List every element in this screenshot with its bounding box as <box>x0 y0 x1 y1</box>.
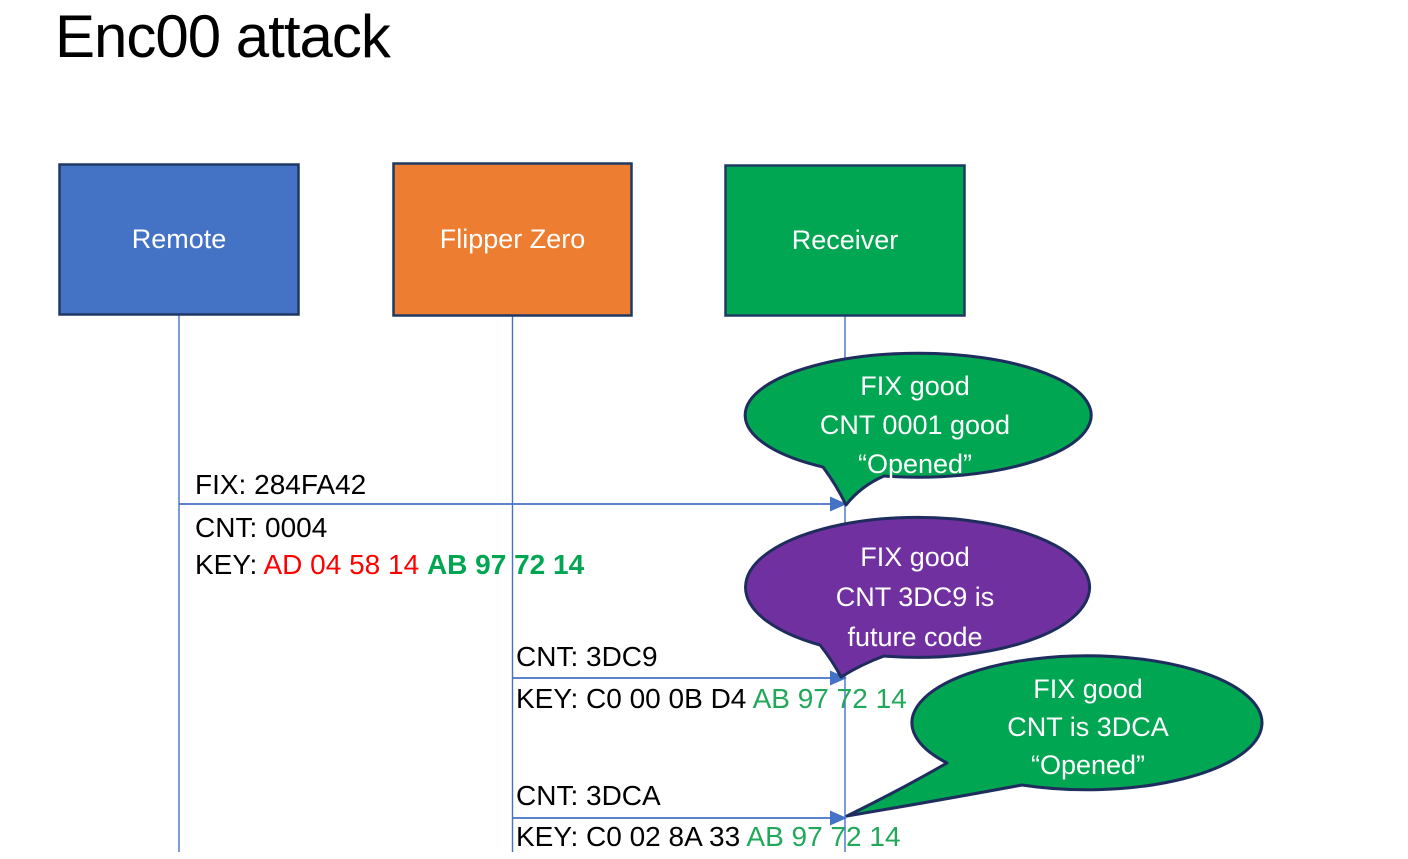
callout-3-line-2: CNT is 3DCA <box>1007 712 1169 742</box>
callout-1-line-3: “Opened” <box>857 449 973 479</box>
message-arrow-1-head <box>830 496 847 512</box>
message-2-key-label: KEY: C0 00 0B D4 AB 97 72 14 <box>516 683 907 715</box>
slide-title: Enc00 attack <box>55 3 391 70</box>
callout-bubble-2 <box>744 515 1092 679</box>
actor-label-flipper-zero: Flipper Zero <box>439 224 586 254</box>
message-arrows <box>179 496 847 826</box>
callout-3-line-1: FIX good <box>1033 674 1143 704</box>
actor-box-remote <box>58 163 300 316</box>
message-3-key-label: KEY: C0 02 8A 33 AB 97 72 14 <box>516 821 901 853</box>
callout-bubbles <box>743 351 1264 818</box>
callout-3-line-3: “Opened” <box>1030 750 1146 780</box>
callout-2-line-1: FIX good <box>860 542 970 572</box>
message-arrow-3-head <box>830 810 847 826</box>
message-3-key-green-bytes: AB 97 72 14 <box>746 821 901 852</box>
callout-1-line-1: FIX good <box>860 371 970 401</box>
callout-bubble-1 <box>743 351 1093 507</box>
callout-1-text: FIX good CNT 0001 good “Opened” <box>757 367 1073 484</box>
message-3-key-prefix: KEY: C0 02 8A 33 <box>516 821 747 852</box>
message-2-key-green-bytes: AB 97 72 14 <box>752 683 907 714</box>
message-1-cnt-label: CNT: 0004 <box>195 512 328 543</box>
callout-3-text: FIX good CNT is 3DCA “Opened” <box>930 670 1246 784</box>
actor-label-remote: Remote <box>131 224 227 254</box>
callout-2-line-3: future code <box>847 622 983 652</box>
message-1-key-label: KEY: AD 04 58 14 AB 97 72 14 <box>195 549 584 581</box>
message-1-key-red-bytes: AD 04 58 14 <box>263 549 427 580</box>
callout-1-line-2: CNT 0001 good <box>819 410 1011 440</box>
callout-2-text: FIX good CNT 3DC9 is future code <box>757 537 1073 657</box>
message-1-key-green-bytes: AB 97 72 14 <box>426 549 585 580</box>
message-1-fix-label: FIX: 284FA42 <box>195 469 367 500</box>
actor-box-receiver <box>724 164 966 317</box>
actor-boxes <box>58 162 966 317</box>
message-3-cnt-label: CNT: 3DCA <box>516 780 661 811</box>
message-2-key-prefix: KEY: C0 00 0B D4 <box>516 683 753 714</box>
actor-label-receiver: Receiver <box>791 225 899 255</box>
message-1-key-prefix: KEY: <box>195 549 264 580</box>
callout-bubble-3 <box>845 654 1264 818</box>
actor-box-flipper-zero <box>392 162 633 317</box>
message-2-cnt-label: CNT: 3DC9 <box>516 641 658 672</box>
callout-2-line-2: CNT 3DC9 is <box>835 582 995 612</box>
message-arrow-2-head <box>830 670 847 686</box>
